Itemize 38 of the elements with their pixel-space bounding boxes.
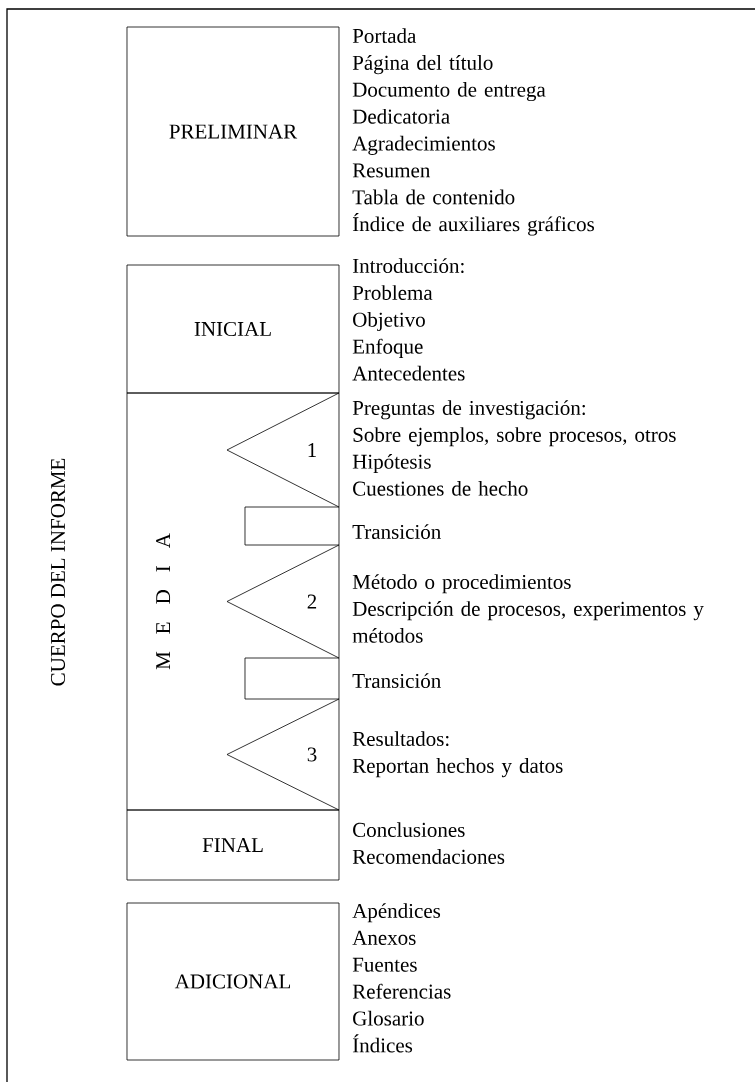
- list-item: Página del título: [352, 55, 493, 75]
- list-item: Descripción de procesos, experimentos y métodos: [352, 601, 704, 643]
- vertical-label: CUERPO DEL INFORME: [50, 458, 66, 686]
- list-item: Recomendaciones: [352, 849, 505, 864]
- list-item: Portada: [352, 28, 417, 43]
- list-item: Glosario: [353, 1010, 424, 1026]
- list-item: Problema: [352, 285, 433, 300]
- list-item: Dedicatoria: [352, 108, 450, 124]
- section-box: ADICIONAL: [126, 902, 340, 1061]
- list-item: Agradecimientos: [352, 135, 495, 155]
- list-item: Reportan hechos y datos: [352, 758, 563, 778]
- list-item: Resumen: [352, 163, 431, 178]
- list-item: Referencias: [352, 983, 451, 999]
- list-item: Resultados:: [352, 731, 449, 747]
- list-item: Enfoque: [352, 338, 423, 358]
- list-item: Tabla de contenido: [352, 189, 515, 205]
- list-item: Objetivo: [353, 312, 425, 332]
- list-item: Sobre ejemplos, sobre procesos, otros: [353, 427, 676, 447]
- list-item: Preguntas de investigación:: [352, 400, 585, 420]
- list-item: Transición: [352, 524, 441, 539]
- section-box: FINAL: [126, 809, 340, 881]
- transition-notch: [244, 506, 340, 546]
- list-item: Apéndices: [352, 903, 441, 923]
- list-item: Introducción:: [352, 258, 464, 274]
- list-item: Antecedentes: [352, 365, 465, 381]
- list-item: Anexos: [352, 930, 416, 945]
- list-item: Índices: [352, 1034, 413, 1053]
- list-item: Fuentes: [352, 957, 417, 972]
- list-item: Documento de entrega: [352, 82, 546, 102]
- list-item: Método o procedimientos: [352, 574, 571, 594]
- list-item: Conclusiones: [353, 822, 465, 837]
- section-box: PRELIMINAR: [126, 26, 340, 237]
- transition-notch: [244, 657, 340, 700]
- section-box: INICIAL: [126, 264, 340, 394]
- list-item: Cuestiones de hecho: [353, 480, 528, 496]
- list-item: Índice de auxiliares gráficos: [352, 213, 594, 236]
- list-item: Transición: [352, 673, 441, 688]
- list-item: Hipótesis: [352, 454, 431, 474]
